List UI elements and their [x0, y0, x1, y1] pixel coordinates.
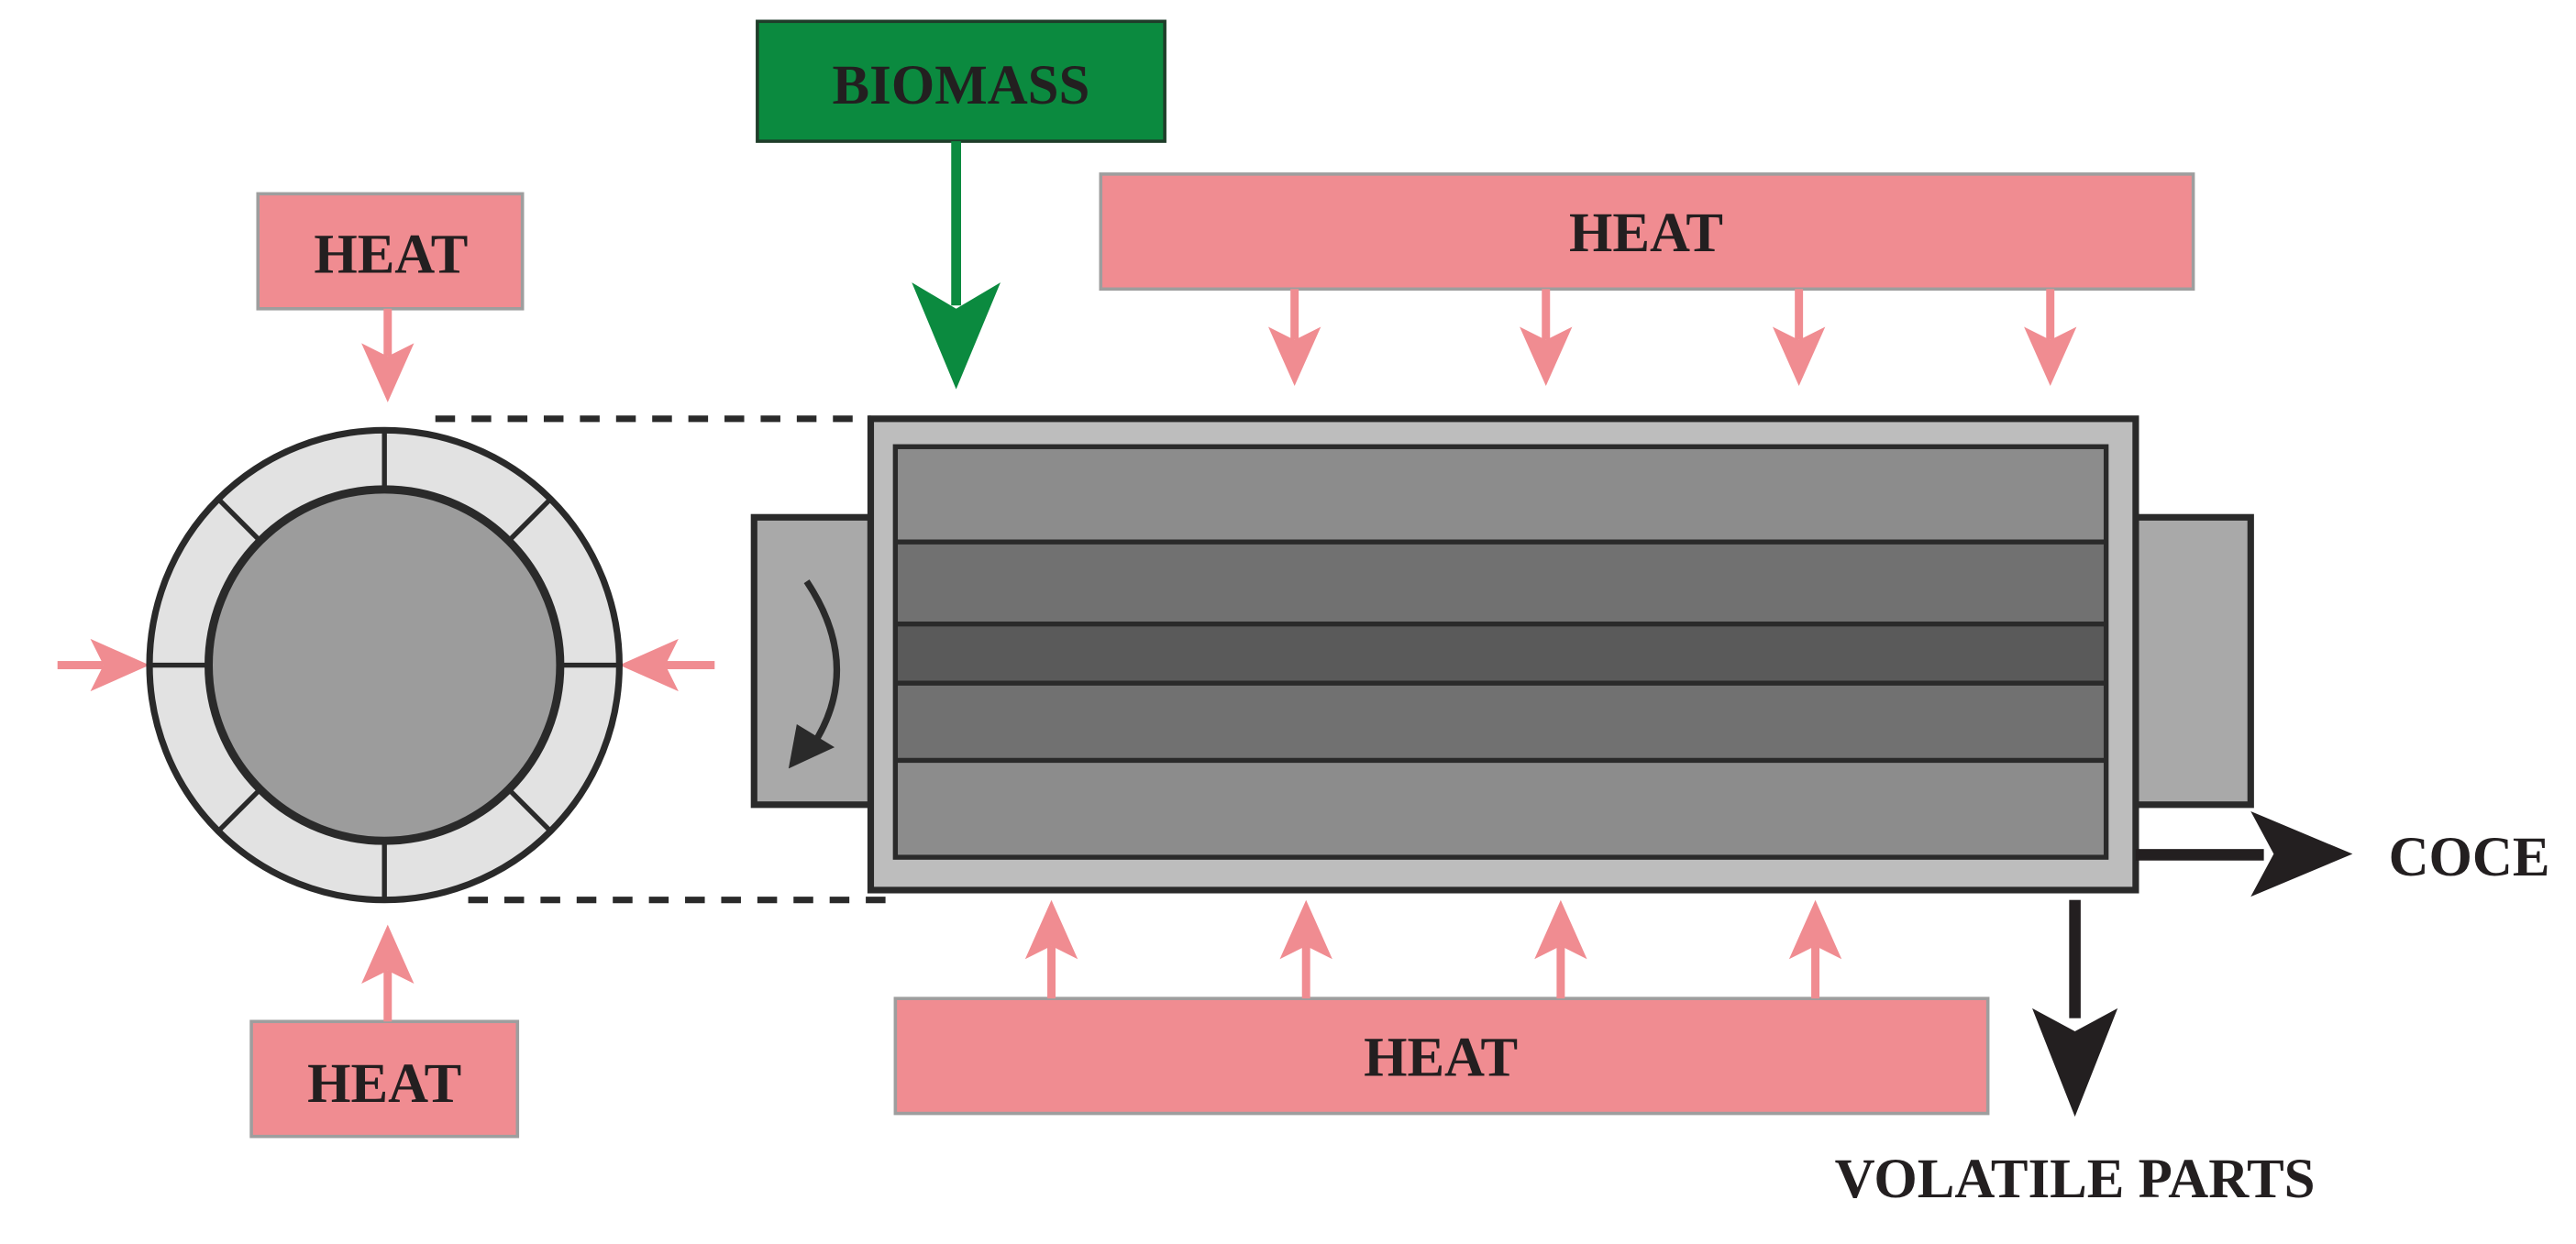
kiln-layer-1	[895, 446, 2106, 543]
kiln-layer-5	[895, 760, 2106, 858]
kiln-layer-4	[895, 683, 2106, 761]
coce-outlet-arrow	[2135, 810, 2353, 897]
kiln-inner-drum	[892, 444, 2109, 860]
biomass-feed: BIOMASS	[756, 19, 1166, 390]
heat-arrow-cross-section-right	[619, 638, 715, 692]
biomass-box	[756, 19, 1166, 143]
cross-section-core	[205, 485, 565, 845]
biomass-feed-arrow	[912, 141, 1001, 390]
biomass-arrow-shaft	[951, 141, 962, 306]
kiln-right-end-cap	[2132, 513, 2254, 809]
heat-arrow-top-4	[2024, 289, 2077, 386]
heat-arrow-top-2	[1520, 289, 1573, 386]
heat-box-bottom	[893, 996, 1990, 1116]
rotation-arrow-head	[788, 724, 835, 769]
kiln-layer-3	[895, 623, 2106, 684]
biomass-arrow-head	[912, 282, 1001, 390]
volatile-parts-arrow	[2032, 899, 2118, 1117]
heat-box-top	[1099, 172, 2195, 292]
heat-arrow-bottom-1	[1024, 899, 1078, 999]
heat-arrow-top-3	[1772, 289, 1826, 386]
heat-arrow-cross-section-top	[361, 308, 415, 402]
ring-divider	[216, 787, 262, 833]
heat-arrow-cross-section-left	[57, 638, 150, 692]
kiln-layer-2	[895, 542, 2106, 624]
ring-divider	[506, 787, 553, 833]
ring-divider	[506, 497, 553, 543]
ring-dividers	[149, 430, 620, 900]
heat-arrow-top-1	[1268, 289, 1321, 386]
kiln-cross-section: HEAT HEAT	[57, 192, 715, 1139]
heat-label-bottom: HEAT	[1364, 1027, 1518, 1088]
heat-arrow-cross-section-bottom	[361, 924, 415, 1022]
heat-arrow-bottom-2	[1279, 899, 1332, 999]
heat-label-cross-section-bottom: HEAT	[307, 1053, 461, 1115]
heat-arrow-bottom-3	[1534, 899, 1587, 999]
heat-box-cross-section-bottom	[249, 1019, 520, 1139]
heat-arrow-bottom-4	[1788, 899, 1842, 999]
heat-label-cross-section-top: HEAT	[314, 224, 468, 285]
coce-label: COCE	[2389, 827, 2550, 888]
volatile-parts-label: VOLATILE PARTS	[1835, 1149, 2316, 1210]
rotary-kiln	[750, 415, 2254, 894]
heat-label-top: HEAT	[1569, 203, 1723, 264]
ring-divider	[216, 497, 262, 543]
biomass-label: BIOMASS	[833, 55, 1090, 116]
kiln-left-end-cap	[750, 513, 875, 809]
heat-source-top: HEAT	[1099, 172, 2195, 386]
kiln-inner-outline	[892, 444, 2109, 860]
heat-box-cross-section-top	[256, 192, 525, 311]
rotation-arrow	[803, 579, 841, 744]
heat-source-bottom: HEAT	[893, 899, 1990, 1116]
kiln-layer-dividers	[895, 539, 2106, 764]
